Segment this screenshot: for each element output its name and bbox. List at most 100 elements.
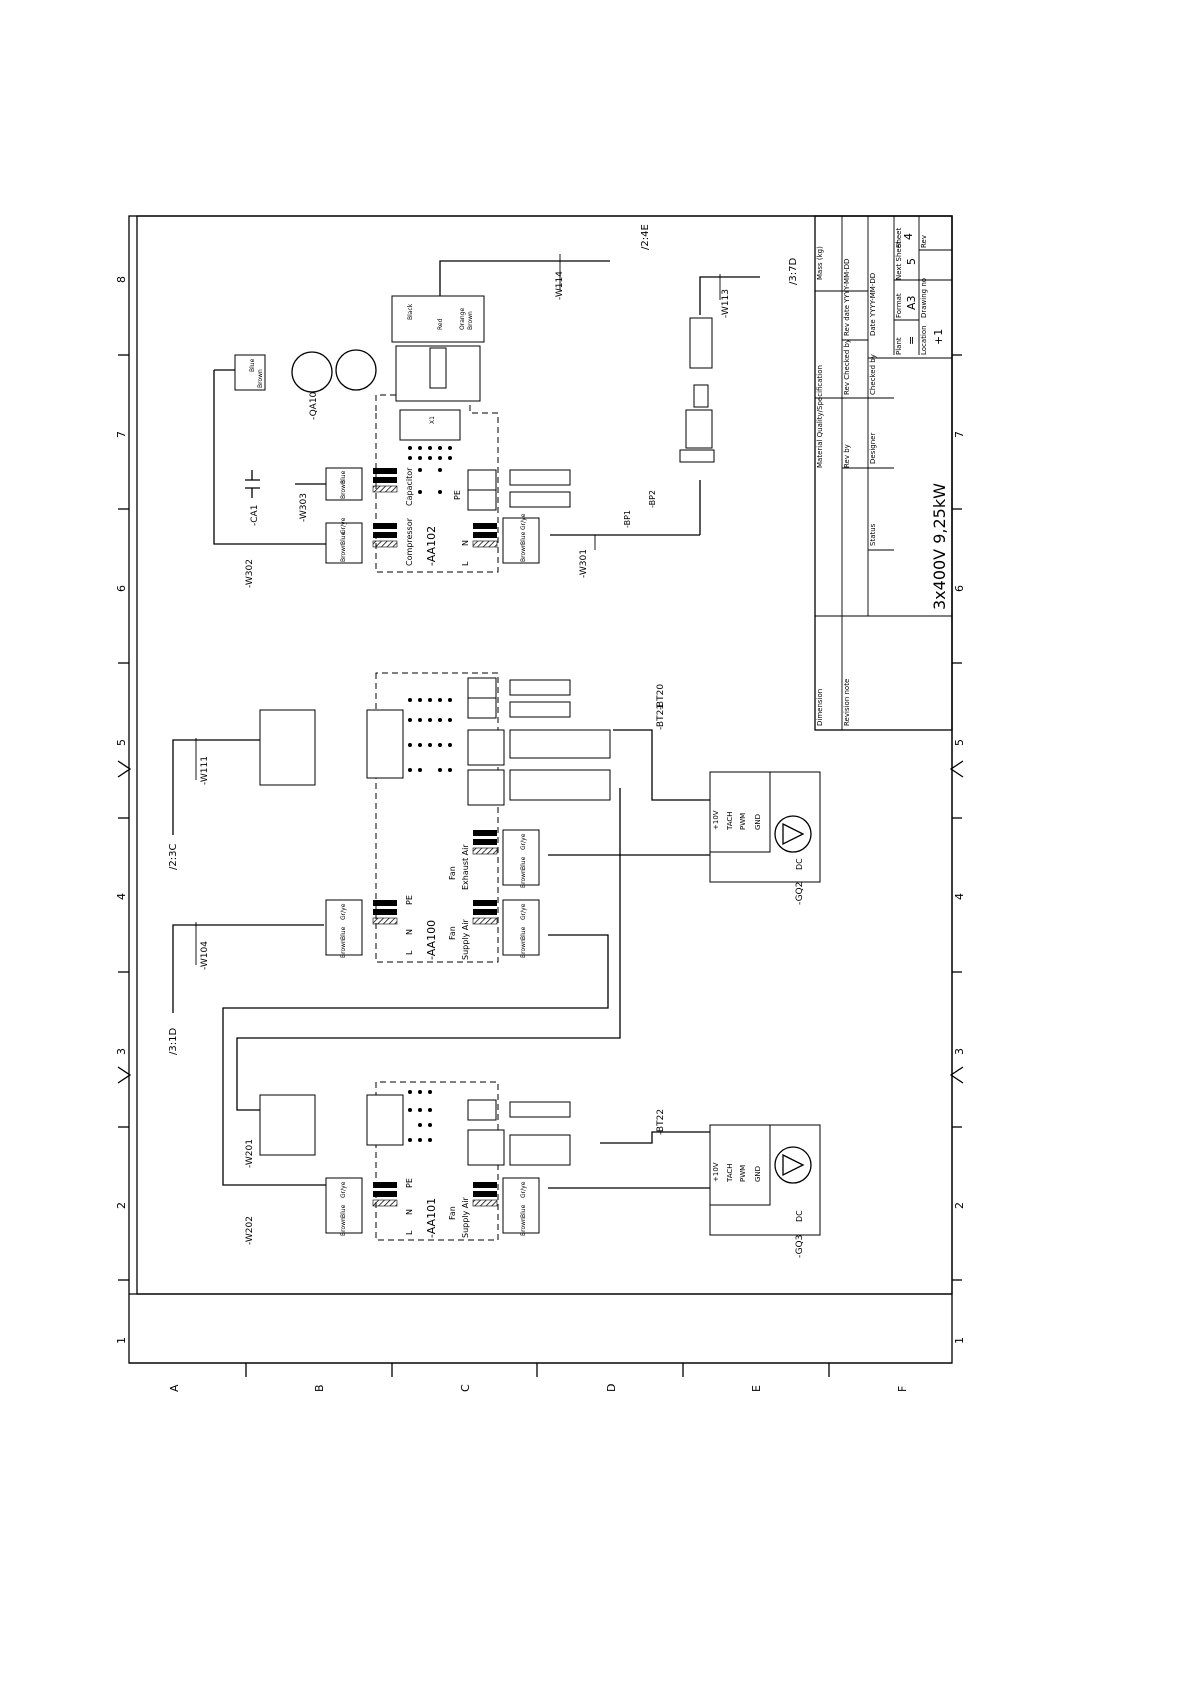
label-fan-supply: Fan — [448, 926, 457, 940]
tb-revision-note: Revision note — [843, 679, 851, 726]
conn-wire-blue-4: Blue — [340, 926, 347, 940]
tb-plant: = — [905, 336, 918, 345]
wiring — [213, 369, 720, 1231]
zone-4-right: 4 — [953, 893, 966, 900]
label-bt21: -BT21 — [656, 704, 666, 730]
label-bt20: -BT20 — [656, 684, 666, 710]
cable-w302: -W302 — [245, 559, 255, 588]
conn-wire-blue-8: Blue — [520, 1204, 527, 1218]
tb-designer: Designer — [869, 433, 877, 464]
zone-3-left: 3 — [115, 1048, 128, 1055]
label-aa100: -AA100 — [425, 920, 438, 960]
label-n-aa101: N — [405, 1209, 414, 1215]
tb-dimension: Dimension — [816, 689, 824, 726]
conn-wire-blue-7: Blue — [340, 1204, 347, 1218]
tb-rev-by: Rev by — [843, 444, 851, 468]
wire-red: Red — [437, 318, 444, 330]
conn-wire-brown-7: Brown — [340, 1217, 347, 1236]
zone-5-left: 5 — [115, 739, 128, 746]
tb-mass: Mass (kg) — [816, 246, 824, 280]
conn-wire-brown-6: Brown — [520, 869, 527, 888]
zone-5-right: 5 — [953, 739, 966, 746]
zone-letters-bottom: A B C D E F — [168, 1384, 909, 1392]
ref-2-4e: /2:4E — [640, 224, 651, 250]
drawing-frame — [117, 215, 964, 1377]
label-n-aa102: N — [461, 540, 470, 546]
ref-3-1d: /3:1D — [168, 1028, 179, 1055]
label-fan-aa101: Fan — [448, 1206, 457, 1220]
cable-w104: -W104 — [200, 941, 210, 970]
label-l-aa101: L — [405, 1230, 414, 1235]
zone-C: C — [459, 1384, 472, 1392]
x1-label: X1 — [429, 416, 436, 424]
zone-A: A — [168, 1384, 181, 1392]
label-capacitor: Capacitor — [405, 467, 414, 506]
label-gq3: -GQ3 — [795, 1235, 805, 1258]
label-qa10: -QA10 — [309, 391, 319, 420]
label-dc-gq3: DC — [795, 1210, 804, 1222]
conn-wire-blue-2: Blue — [340, 470, 347, 484]
label-fan-exhaust: Fan — [448, 866, 457, 880]
label-pwm-gq3: PWM — [739, 1165, 747, 1182]
tb-next-sheet: 5 — [905, 258, 918, 265]
cable-w201: -W201 — [245, 1139, 255, 1168]
cable-w301: -W301 — [579, 549, 589, 578]
label-dc-gq2: DC — [795, 858, 804, 870]
cable-w303: -W303 — [299, 493, 309, 522]
board-aa102: X1 Brown Blue Gr/ye Brown Blue Brown B — [234, 295, 715, 573]
wire-brown-qa10: Brown — [257, 369, 264, 388]
conn-wire-blue-5: Blue — [520, 926, 527, 940]
label-aa101: -AA101 — [425, 1198, 438, 1238]
cross-references: /2:4E -W114 /3:7D -W113 /2:3C -W111 /3:1… — [168, 224, 799, 1245]
label-bp1: -BP1 — [623, 510, 632, 528]
zone-D: D — [605, 1384, 618, 1392]
board-aa101: -BT22 Brown Blue Gr/ye Brown Blue Gr/ye … — [259, 1081, 821, 1258]
tb-rev: Rev — [920, 235, 928, 248]
cable-w111: -W111 — [200, 756, 210, 785]
wire-orange: Orange — [459, 308, 466, 330]
conn-wire-brown-2: Brown — [340, 480, 347, 499]
conn-wire-grye-3: Gr/ye — [520, 513, 527, 530]
label-tach-gq2: TACH — [726, 811, 734, 831]
label-n-aa100: N — [405, 929, 414, 935]
conn-wire-brown-3: Brown — [520, 543, 527, 562]
conn-wire-grye-4: Gr/ye — [340, 903, 347, 920]
label-ca1: -CA1 — [250, 505, 260, 526]
tb-next-sheet-label: Next Sheet — [895, 241, 903, 280]
label-l-aa100: L — [405, 950, 414, 955]
label-exhaust-air: Exhaust Air — [461, 844, 470, 890]
tb-drawing-no: Drawing no — [920, 278, 928, 318]
label-aa102: -AA102 — [425, 526, 438, 566]
zone-1-left: 1 — [115, 1337, 128, 1344]
cable-w114: -W114 — [555, 271, 565, 300]
label-pe-aa100: PE — [405, 895, 414, 905]
zone-7-right: 7 — [953, 431, 966, 438]
conn-wire-grye-6: Gr/ye — [520, 833, 527, 850]
label-pwm-gq2: PWM — [739, 813, 747, 830]
label-supply-air: Supply Air — [461, 919, 470, 961]
zone-6-right: 6 — [953, 585, 966, 592]
conn-wire-brown-8: Brown — [520, 1217, 527, 1236]
zone-7-left: 7 — [115, 431, 128, 438]
label-compressor: Compressor — [405, 517, 414, 566]
zone-2-left: 2 — [115, 1202, 128, 1209]
title-block: Mass (kg) Material Quality/Specification… — [814, 215, 953, 731]
zone-6-left: 6 — [115, 585, 128, 592]
label-10v-gq3: +10V — [712, 1162, 720, 1182]
drawing-title: 3x400V 9,25kW — [930, 483, 949, 610]
label-tach-gq3: TACH — [726, 1163, 734, 1183]
label-l-aa102: L — [461, 561, 470, 566]
tb-date: Date YYYY-MM-DD — [869, 273, 877, 336]
label-10v-gq2: +10V — [712, 810, 720, 830]
zone-numbers-right: 7 6 5 4 3 2 1 — [953, 431, 966, 1344]
label-bt22: -BT22 — [656, 1109, 666, 1135]
zone-numbers-left: 8 7 6 5 4 3 2 1 — [115, 276, 128, 1344]
conn-wire-brown-1: Brown — [340, 543, 347, 562]
tb-rev-date: Rev date YYYY-MM-DD — [843, 259, 851, 336]
zone-F: F — [896, 1386, 909, 1392]
tb-status: Status — [869, 523, 877, 546]
tb-checked-by: Checked by — [869, 354, 877, 395]
label-pe-aa102: PE — [453, 490, 462, 500]
tb-rev-checked-by: Rev Checked by — [843, 339, 851, 395]
